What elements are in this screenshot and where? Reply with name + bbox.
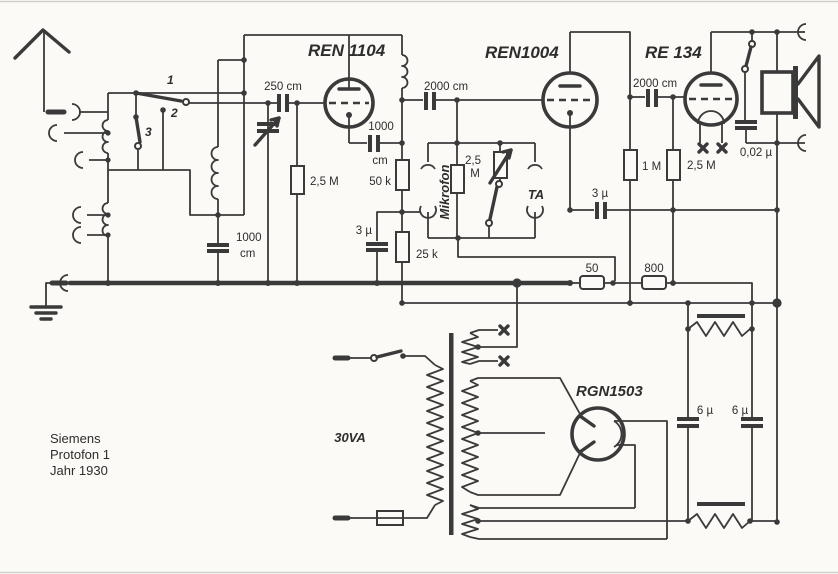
tone-switch: [741, 32, 756, 120]
filter-cap-right-label: 6 µ: [732, 405, 749, 417]
tap-jack-icon: [48, 124, 58, 142]
hv-winding: [461, 377, 581, 496]
tap-jack-icon: [72, 226, 82, 244]
volume-value-label: 2,5: [465, 155, 481, 167]
pickup-label: TA: [528, 187, 544, 202]
antenna-capacitor-250cm: [189, 94, 326, 112]
tube-ren1104: [323, 35, 375, 143]
rectifier-filament-winding: [461, 504, 688, 540]
tap-jack-icon: [74, 151, 84, 169]
input-return-wire: [457, 238, 616, 281]
filter-cap-left-label: 6 µ: [697, 405, 714, 417]
switch-pos1-label: 1: [167, 73, 174, 87]
bypass-capacitor-3u-first: [366, 211, 402, 283]
resistor-25m-label: 2,5 M: [687, 160, 716, 172]
bypass2-label: 3 µ: [592, 188, 609, 200]
output-jack-upper-icon: [797, 23, 807, 41]
resistor-50k-label: 50 k: [369, 176, 391, 188]
filter-capacitor-right-6u: [741, 303, 763, 521]
transformer-primary-winding: [426, 364, 444, 506]
tube-ren1004: [541, 32, 599, 210]
filament-x-icon: [498, 355, 510, 367]
bypass1-label: 3 µ: [356, 225, 373, 237]
switch-pos3-label: 3: [145, 125, 152, 139]
tone-capacitor-002u: [735, 120, 757, 143]
tube-re134: [683, 32, 739, 154]
bias-resistor-800: [641, 275, 753, 303]
microphone-resistor: [450, 143, 465, 238]
filament-winding-tubes: [461, 283, 518, 367]
bias-resistor-50: [570, 275, 642, 290]
switch-pos2-label: 2: [170, 106, 178, 120]
filament-terminal-x-icon: [697, 142, 728, 154]
variable-capacitor: [253, 100, 281, 283]
bypass-capacitor-3u-second: [567, 202, 780, 219]
bias-800-label: 800: [644, 263, 663, 275]
anode-resistor-50k: [395, 100, 410, 232]
filament-x-icon: [498, 324, 510, 336]
grid-leak-label: 2,5 M: [310, 176, 339, 188]
loudspeaker-icon: [760, 32, 821, 143]
cathode-cap-unit: cm: [372, 155, 387, 167]
tube-re134-label: RE 134: [645, 43, 702, 62]
tuning-coil: [210, 57, 247, 218]
antenna-cap-label: 250 cm: [264, 81, 302, 93]
tube-rgn1503: [570, 406, 668, 539]
rf-coupling-label: 2000 cm: [424, 81, 468, 93]
volume-potentiometer: [485, 143, 513, 238]
output-jack-lower-icon: [797, 134, 807, 152]
filter-capacitor-left-6u: [677, 303, 699, 521]
ground-icon: [29, 274, 69, 321]
title-year: Jahr 1930: [50, 463, 108, 478]
input-box: [402, 140, 544, 241]
anode-resistor-25k: [395, 231, 410, 306]
volume-unit-label: M: [470, 168, 480, 180]
filter-choke-top: [685, 314, 755, 337]
grid-resistor-25m: [666, 97, 681, 286]
title-brand: Siemens: [50, 431, 101, 446]
tube-ren1104-label: REN 1104: [308, 41, 386, 60]
microphone-label: Mikrofon: [437, 165, 452, 220]
cathode-cap-value: 1000: [368, 121, 394, 133]
filter-choke-bottom: [685, 502, 780, 529]
tube-rgn1503-label: RGN1503: [576, 383, 643, 400]
tone-cap-label: 0,02 µ: [740, 147, 773, 159]
wave-range-switch: [108, 90, 244, 216]
ta-jack-upper-icon: [527, 163, 543, 170]
coupling-capacitor-2000cm-af: [630, 89, 686, 107]
tank-capacitor-1000cm: [207, 215, 229, 283]
tank-cap-unit: cm: [240, 248, 255, 260]
af-anode-wire: [570, 31, 631, 150]
tube-ren1004-label: REN1004: [485, 43, 559, 62]
antenna-icon: [13, 28, 108, 121]
tap-jack-icon: [72, 206, 82, 224]
title-model: Protofon 1: [50, 447, 110, 462]
mains-switch: [332, 349, 436, 366]
mic-jack-upper-icon: [420, 163, 436, 170]
transformer-core: [449, 333, 454, 535]
resistor-25k-label: 25 k: [416, 249, 438, 261]
antenna-coupling-coil: [48, 93, 111, 283]
hf-choke-coil: [399, 35, 409, 103]
resistor-1m-label: 1 M: [642, 161, 661, 173]
cathode-capacitor-1000cm: [349, 135, 405, 152]
grid-leak-resistor: [290, 103, 305, 283]
bias-50-label: 50: [586, 263, 599, 275]
transformer-label: 30VA: [334, 430, 366, 445]
af-coupling-label: 2000 cm: [633, 78, 677, 90]
coupling-capacitor-2000cm-rf: [402, 92, 543, 110]
tank-cap-value: 1000: [236, 232, 262, 244]
mains-fuse: [332, 504, 436, 526]
